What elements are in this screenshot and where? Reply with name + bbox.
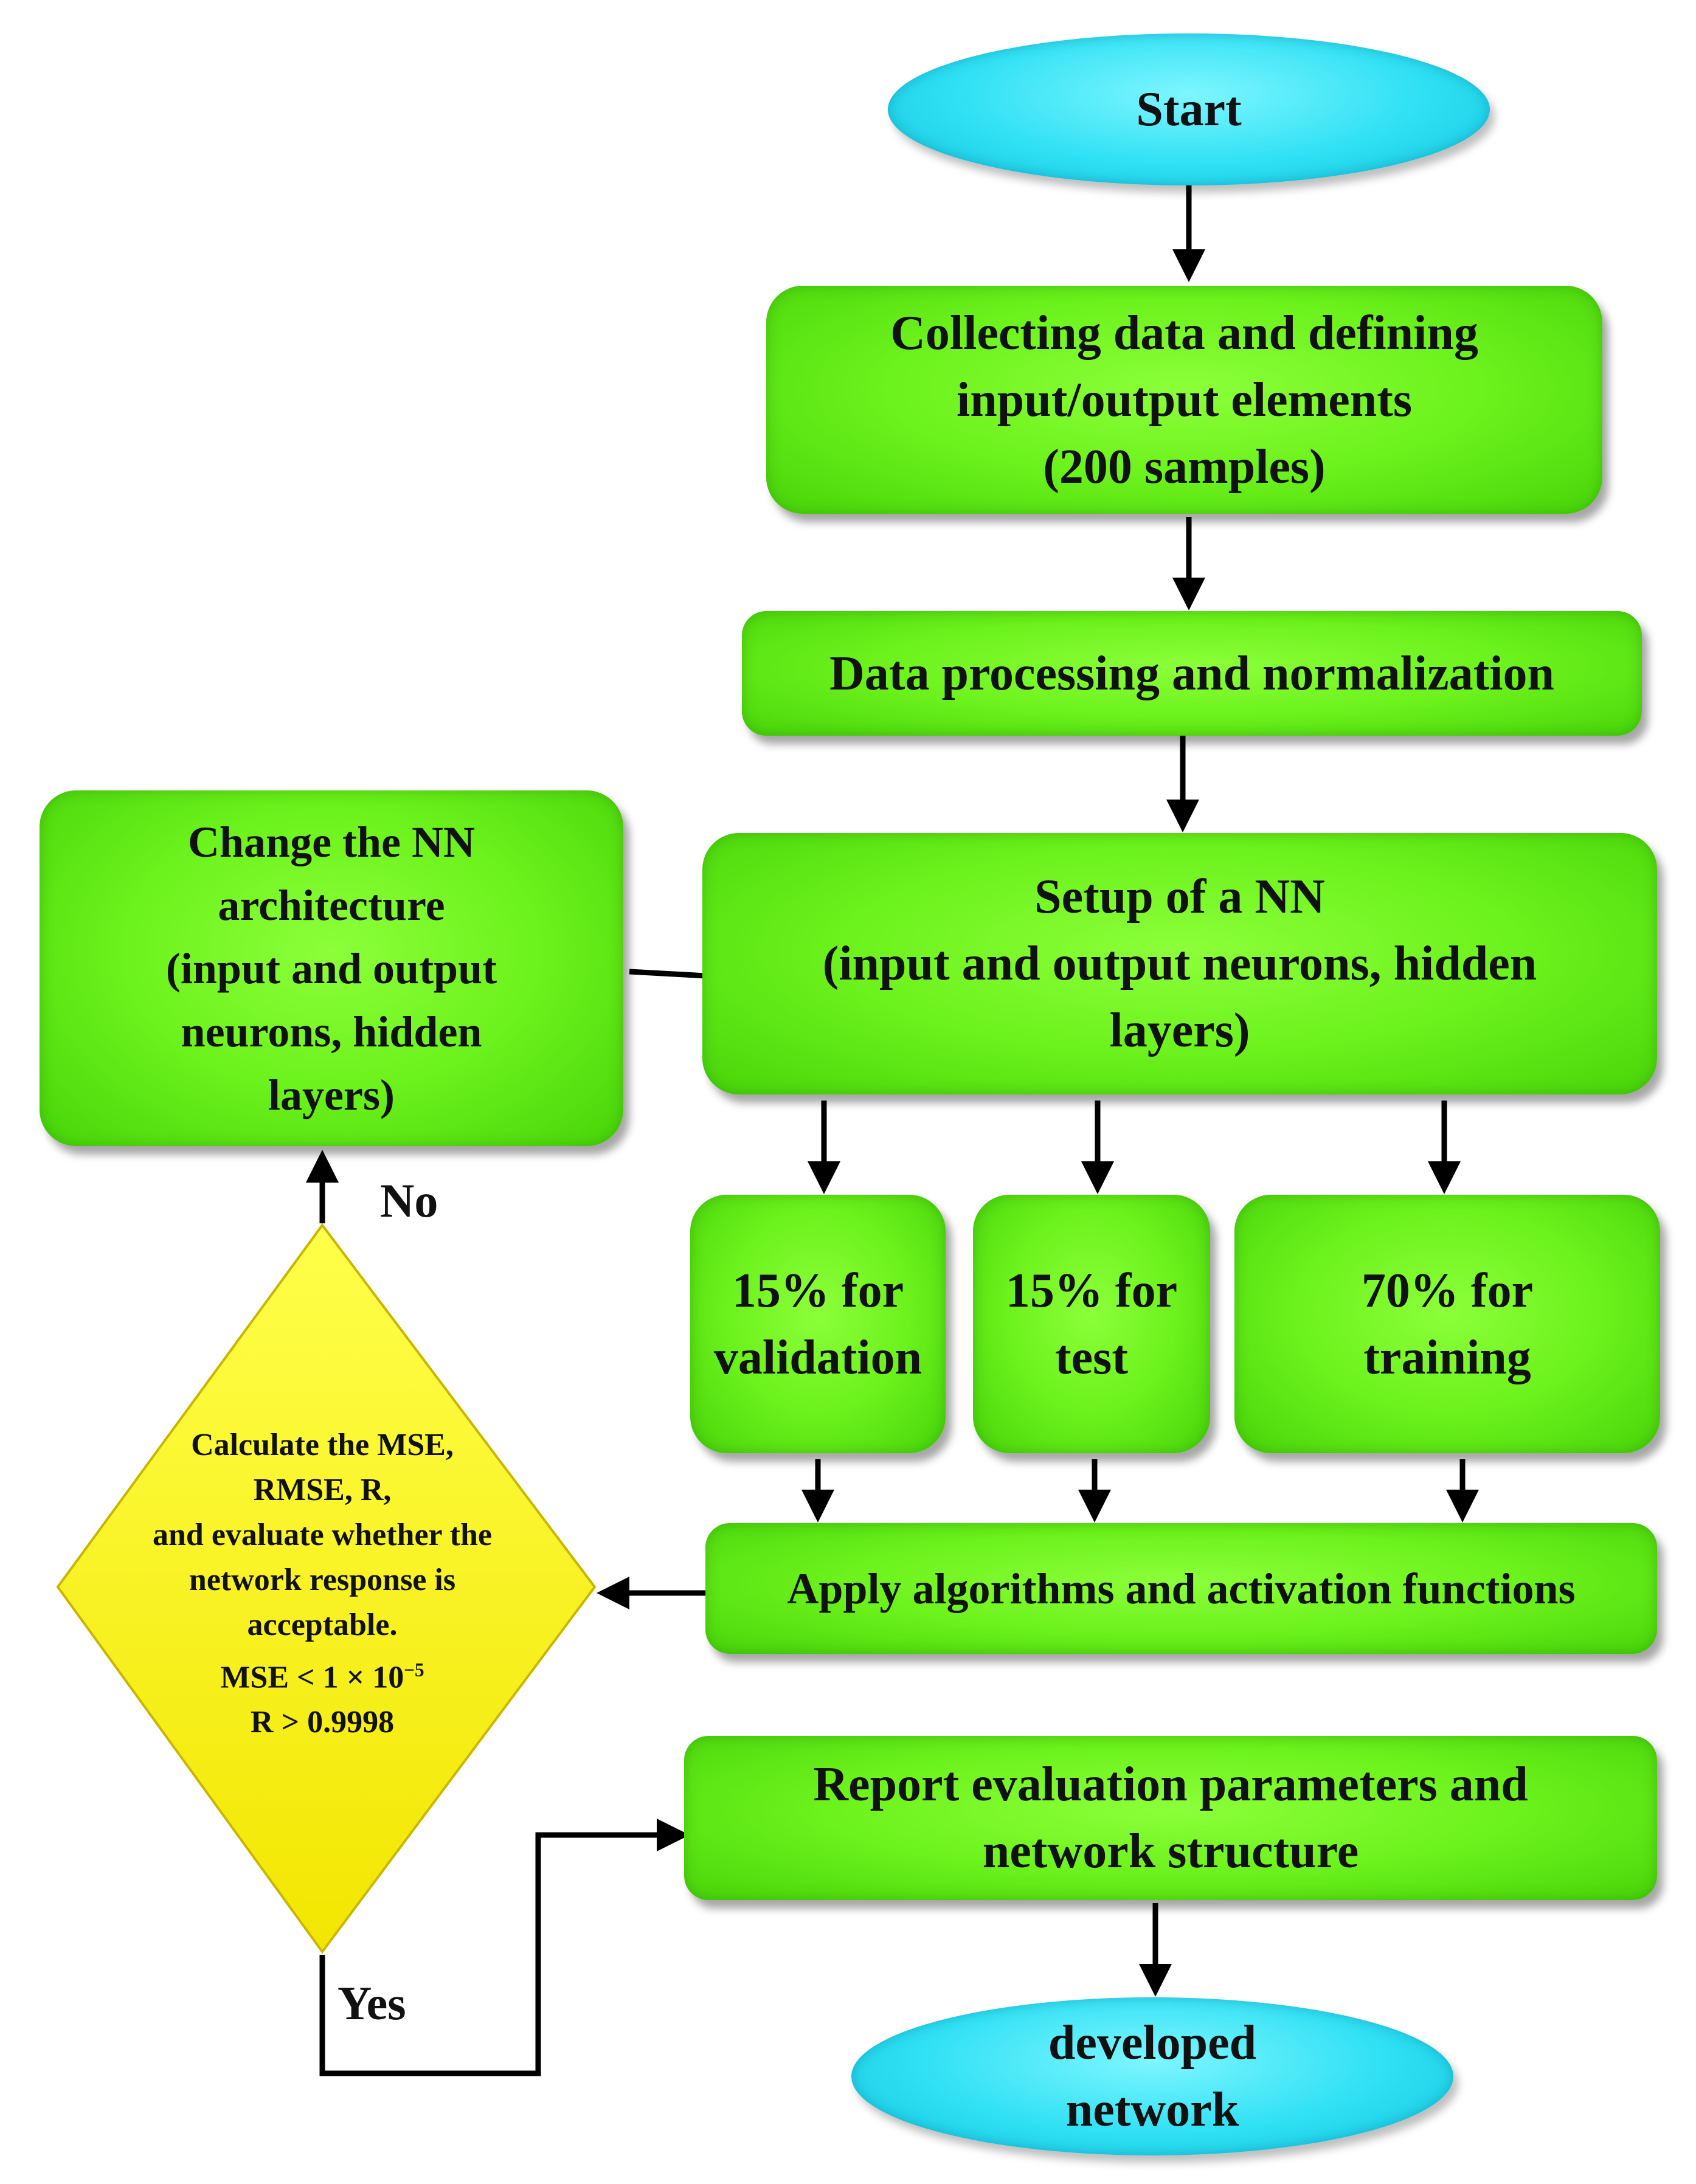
decision-mse-exponent: −5 xyxy=(404,1659,424,1681)
collect-line-3: (200 samples) xyxy=(1043,440,1326,494)
apply-algorithms-step: Apply algorithms and activation function… xyxy=(705,1523,1657,1654)
change-line-4: neurons, hidden xyxy=(181,1007,482,1056)
setup-nn-step: Setup of a NN (input and output neurons,… xyxy=(702,833,1657,1094)
test-split-step: 15% for test xyxy=(973,1195,1210,1453)
report-line-2: network structure xyxy=(982,1825,1359,1878)
decision-line-2: RMSE, R, xyxy=(253,1473,392,1507)
test-line-1: 15% for xyxy=(1005,1263,1178,1318)
change-line-1: Change the NN xyxy=(187,817,475,866)
decision-line-1: Calculate the MSE, xyxy=(191,1428,454,1462)
collect-line-1: Collecting data and defining xyxy=(890,306,1478,360)
decision-r-line: R > 0.9998 xyxy=(250,1705,395,1740)
process-label: Data processing and normalization xyxy=(829,646,1554,700)
report-line-1: Report evaluation parameters and xyxy=(813,1758,1528,1811)
setup-line-1: Setup of a NN xyxy=(1034,870,1325,924)
collect-line-2: input/output elements xyxy=(957,373,1412,427)
end-terminal: developed network xyxy=(851,1997,1453,2155)
decision-line-3: and evaluate whether the xyxy=(152,1518,492,1552)
training-split-step: 70% for training xyxy=(1234,1195,1660,1453)
start-terminal: Start xyxy=(888,33,1490,185)
change-architecture-step: Change the NN architecture (input and ou… xyxy=(40,790,623,1146)
training-line-2: training xyxy=(1363,1330,1531,1384)
training-line-1: 70% for xyxy=(1361,1263,1534,1318)
report-step: Report evaluation parameters and network… xyxy=(684,1736,1657,1900)
end-line-2: network xyxy=(1065,2083,1239,2137)
change-line-3: (input and output xyxy=(165,944,497,993)
apply-label: Apply algorithms and activation function… xyxy=(787,1564,1576,1613)
no-branch-label: No xyxy=(380,1174,438,1227)
validation-line-1: 15% for xyxy=(732,1263,904,1318)
yes-branch-label: Yes xyxy=(337,1977,406,2030)
collect-data-step: Collecting data and defining input/outpu… xyxy=(766,286,1602,514)
setup-line-2: (input and output neurons, hidden xyxy=(822,937,1537,990)
change-line-2: architecture xyxy=(218,880,445,930)
decision-mse-line: MSE < 1 × 10−5 xyxy=(97,1648,547,1700)
arrow-decision-yes-to-report xyxy=(319,1819,690,2076)
decision-mse-prefix: MSE < 1 × 10 xyxy=(220,1660,404,1695)
start-label: Start xyxy=(1136,83,1242,136)
decision-line-5: acceptable. xyxy=(247,1608,398,1642)
decision-diamond xyxy=(56,1223,597,1954)
validation-split-step: 15% for validation xyxy=(690,1195,946,1453)
test-line-2: test xyxy=(1055,1330,1128,1384)
setup-line-3: layers) xyxy=(1109,1004,1250,1057)
decision-text: Calculate the MSE, RMSE, R, and evaluate… xyxy=(97,1423,547,1745)
end-line-1: developed xyxy=(1048,2016,1257,2070)
data-processing-step: Data processing and normalization xyxy=(742,611,1642,736)
change-line-5: layers) xyxy=(268,1070,395,1119)
validation-line-2: validation xyxy=(713,1330,922,1384)
decision-line-4: network response is xyxy=(189,1563,456,1597)
